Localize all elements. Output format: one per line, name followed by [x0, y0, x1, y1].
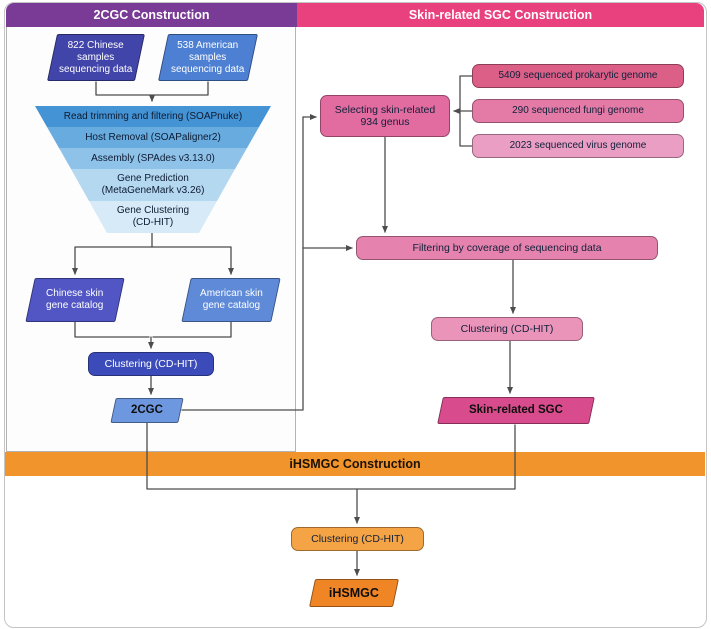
cgc-output-label: 2CGC	[131, 403, 163, 416]
clustering-cdhit-bottom-label: Clustering (CD-HIT)	[311, 532, 404, 545]
clustering-cdhit-left-node: Clustering (CD-HIT)	[88, 352, 214, 376]
bottom-section-title: iHSMGC Construction	[289, 457, 421, 471]
funnel-step-assembly: Assembly (SPAdes v3.13.0)	[35, 148, 271, 169]
funnel-step-label: Read trimming and filtering (SOAPnuke)	[63, 110, 243, 122]
processing-funnel: Read trimming and filtering (SOAPnuke) H…	[35, 106, 271, 233]
ihsmgc-output-node: iHSMGC	[309, 579, 399, 607]
clustering-cdhit-right-node: Clustering (CD-HIT)	[431, 317, 583, 341]
right-section-header: Skin-related SGC Construction	[297, 3, 704, 27]
left-section-panel	[6, 26, 296, 452]
fungi-genomes-label: 290 sequenced fungi genome	[512, 105, 644, 117]
bottom-section-band: iHSMGC Construction	[5, 452, 705, 476]
sgc-output-label: Skin-related SGC	[469, 403, 563, 416]
clustering-cdhit-bottom-node: Clustering (CD-HIT)	[291, 527, 424, 551]
clustering-cdhit-left-label: Clustering (CD-HIT)	[104, 357, 198, 370]
american-catalog-node: American skin gene catalog	[181, 278, 281, 322]
funnel-step-label: Host Removal (SOAPaligner2)	[85, 131, 221, 143]
ihsmgc-output-label: iHSMGC	[329, 585, 379, 600]
chinese-catalog-node: Chinese skin gene catalog	[25, 278, 125, 322]
funnel-step-label: Gene Clustering (CD-HIT)	[116, 205, 190, 228]
selecting-genus-label: Selecting skin-related 934 genus	[334, 103, 436, 128]
american-samples-node: 538 American samples sequencing data	[158, 34, 258, 81]
cgc-output-node: 2CGC	[110, 398, 184, 423]
fungi-genomes-node: 290 sequenced fungi genome	[472, 99, 684, 123]
funnel-step-gene-clustering: Gene Clustering (CD-HIT)	[35, 201, 271, 233]
american-catalog-label: American skin gene catalog	[199, 288, 263, 311]
chinese-samples-label: 822 Chinese samples sequencing data	[59, 39, 133, 75]
funnel-step-label: Assembly (SPAdes v3.13.0)	[91, 152, 215, 164]
funnel-step-read-trimming: Read trimming and filtering (SOAPnuke)	[35, 106, 271, 127]
prokaryotic-genomes-label: 5409 sequenced prokarytic genome	[498, 70, 658, 82]
sgc-output-node: Skin-related SGC	[437, 397, 595, 424]
american-samples-label: 538 American samples sequencing data	[171, 39, 245, 75]
filtering-coverage-node: Filtering by coverage of sequencing data	[356, 236, 658, 260]
right-section-title: Skin-related SGC Construction	[408, 8, 593, 22]
funnel-step-label: Gene Prediction (MetaGeneMark v3.26)	[101, 173, 205, 196]
funnel-step-gene-prediction: Gene Prediction (MetaGeneMark v3.26)	[35, 169, 271, 201]
prokaryotic-genomes-node: 5409 sequenced prokarytic genome	[472, 64, 684, 88]
selecting-genus-node: Selecting skin-related 934 genus	[320, 95, 450, 137]
virus-genomes-node: 2023 sequenced virus genome	[472, 134, 684, 158]
virus-genomes-label: 2023 sequenced virus genome	[509, 140, 647, 152]
left-section-title: 2CGC Construction	[93, 8, 210, 22]
chinese-samples-node: 822 Chinese samples sequencing data	[47, 34, 145, 81]
filtering-coverage-label: Filtering by coverage of sequencing data	[412, 241, 602, 254]
funnel-step-host-removal: Host Removal (SOAPaligner2)	[35, 127, 271, 148]
clustering-cdhit-right-label: Clustering (CD-HIT)	[460, 322, 554, 335]
left-section-header: 2CGC Construction	[6, 3, 297, 27]
chinese-catalog-label: Chinese skin gene catalog	[46, 288, 104, 311]
